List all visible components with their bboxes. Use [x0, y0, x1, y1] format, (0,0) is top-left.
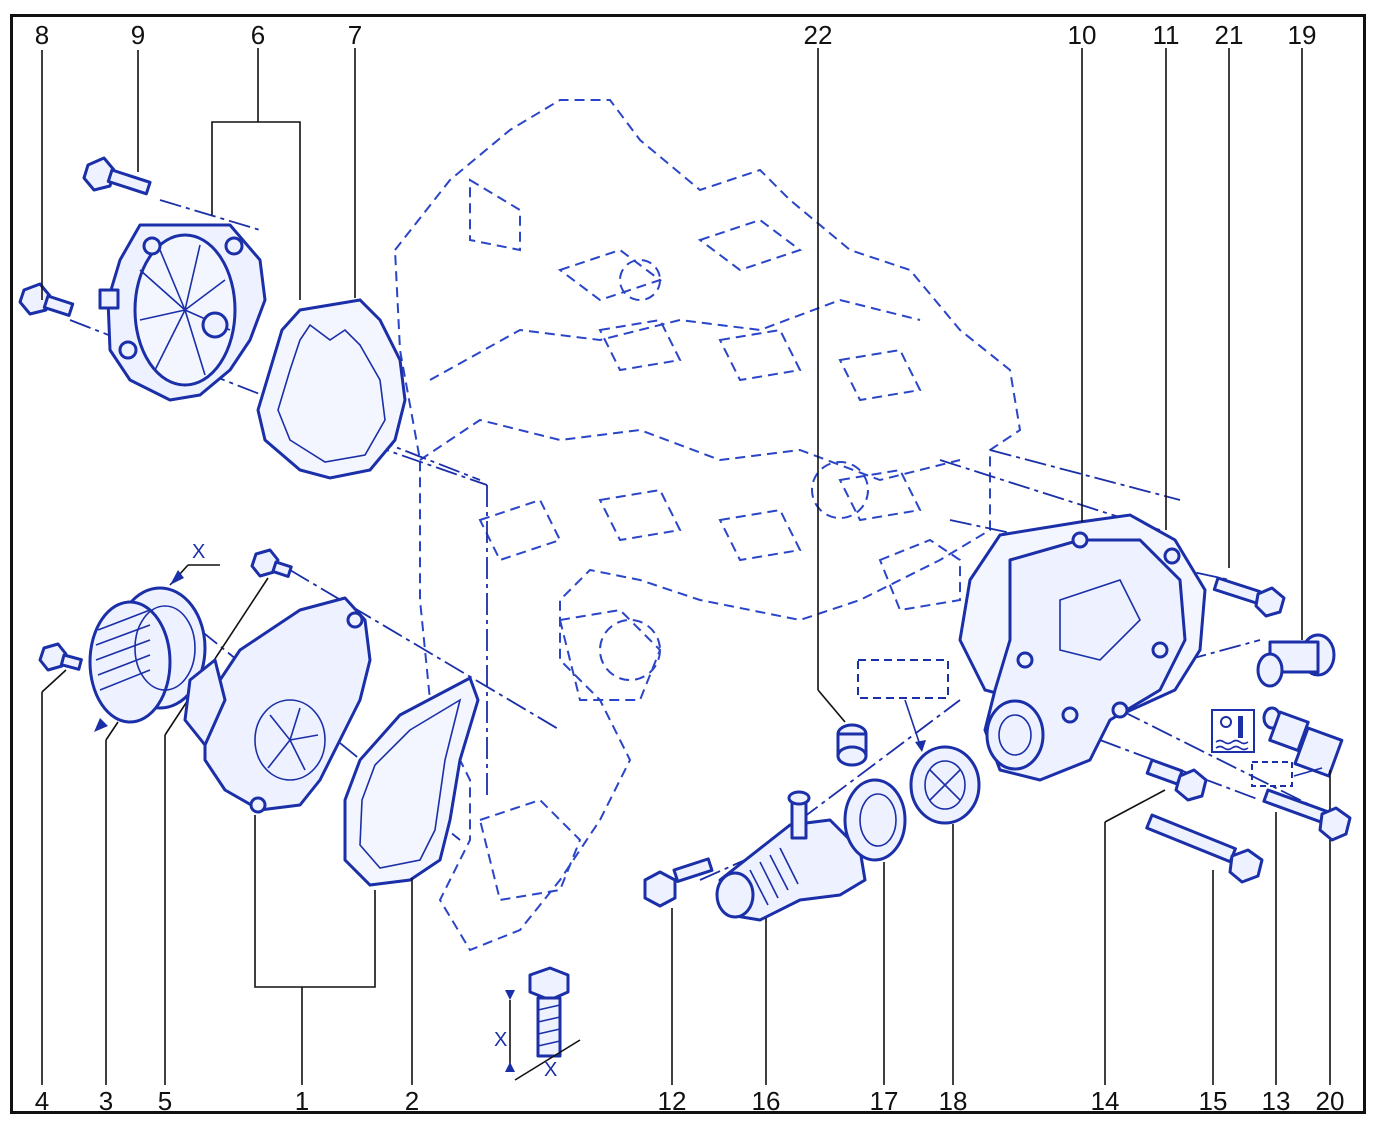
- outlet-housing-part-16: [715, 790, 867, 922]
- gasket-part-7: [256, 298, 407, 480]
- bolt-part-15: [1145, 813, 1264, 884]
- label-15: 15: [1199, 1086, 1228, 1116]
- label-4: 4: [35, 1086, 49, 1116]
- label-20: 20: [1316, 1086, 1345, 1116]
- sensor-part-19: [1256, 633, 1336, 688]
- label-16: 16: [752, 1086, 781, 1116]
- bolt-part-4: [38, 642, 83, 672]
- bolt-part-21: [1212, 576, 1286, 618]
- seal-ring-part-17: [843, 778, 907, 862]
- thermostat-part-18: [909, 745, 981, 825]
- label-10: 10: [1068, 20, 1097, 50]
- label-22: 22: [804, 20, 833, 50]
- label-11: 11: [1153, 20, 1180, 50]
- bolt-dimension-detail: [505, 966, 581, 1081]
- bracket-part-1: [254, 815, 376, 988]
- label-17: 17: [870, 1086, 899, 1116]
- pulley-part-3: [88, 586, 207, 724]
- bolt-part-13: [1262, 788, 1352, 842]
- bolt-part-8: [18, 282, 75, 317]
- label-5: 5: [158, 1086, 172, 1116]
- label-14: 14: [1091, 1086, 1120, 1116]
- engine-block-outline: [393, 99, 1022, 952]
- bracket-part-6: [211, 121, 301, 300]
- label-21: 21: [1215, 20, 1244, 50]
- bolt-part-14: [1145, 758, 1208, 802]
- coolant-temperature-icon: [1211, 709, 1255, 753]
- bolt-part-5: [250, 548, 293, 578]
- label-18: 18: [939, 1086, 968, 1116]
- water-pump-part-6: [98, 223, 267, 402]
- dashed-callout-box: [857, 659, 949, 699]
- bolt-part-9: [82, 156, 152, 196]
- label-19: 19: [1288, 20, 1317, 50]
- coolant-housing-part-10-11: [958, 513, 1207, 782]
- dimension-x-height: X: [494, 1029, 507, 1051]
- label-9: 9: [131, 20, 145, 50]
- sensor-part-20: [1262, 706, 1344, 778]
- label-12: 12: [658, 1086, 687, 1116]
- label-13: 13: [1262, 1086, 1291, 1116]
- label-6: 6: [251, 20, 265, 50]
- label-7: 7: [348, 20, 362, 50]
- label-2: 2: [405, 1086, 419, 1116]
- dimension-x-pulley: X: [192, 541, 205, 563]
- cap-part-22: [836, 723, 868, 767]
- gasket-part-2: [343, 675, 480, 887]
- label-1: 1: [295, 1086, 309, 1116]
- water-pump-part-1: [183, 596, 372, 814]
- label-8: 8: [35, 20, 49, 50]
- label-3: 3: [99, 1086, 113, 1116]
- bolt-part-12: [643, 857, 714, 908]
- dimension-x-diameter: X: [544, 1059, 557, 1081]
